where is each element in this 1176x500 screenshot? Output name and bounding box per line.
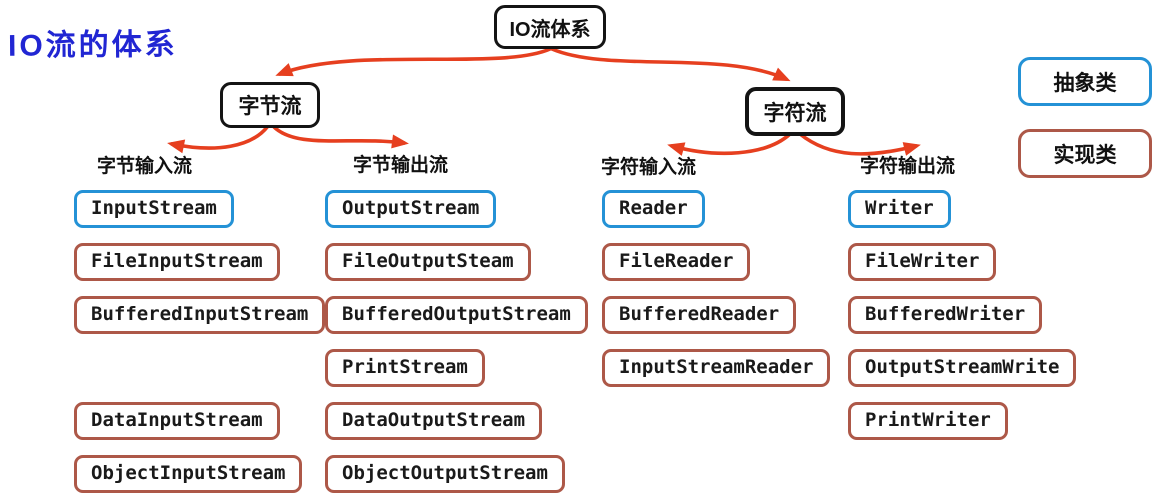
class-box-bufferedoutputstream: BufferedOutputStream (325, 296, 588, 334)
class-box-outputstream: OutputStream (325, 190, 497, 228)
class-box-bufferedwriter: BufferedWriter (848, 296, 1043, 334)
root-node-io-stream-system: IO流体系 (494, 5, 606, 49)
class-box-writer: Writer (848, 190, 951, 228)
class-box-filewriter: FileWriter (848, 243, 997, 281)
class-box-dataoutputstream: DataOutputStream (325, 402, 543, 440)
group-label-char-output: 字符输出流 (860, 156, 956, 177)
group-label-byte-input: 字节输入流 (97, 156, 193, 177)
legend-concrete-class: 实现类 (1018, 129, 1152, 178)
class-box-bufferedinputstream: BufferedInputStream (74, 296, 326, 334)
arrow-byte-stream-to-input (167, 124, 270, 154)
class-box-printwriter: PrintWriter (848, 402, 1008, 440)
node-char-stream: 字符流 (745, 87, 845, 136)
class-box-inputstreamreader: InputStreamReader (602, 349, 831, 387)
class-box-printstream: PrintStream (325, 349, 485, 387)
arrow-root-to-char-stream (550, 47, 791, 82)
class-box-datainputstream: DataInputStream (74, 402, 280, 440)
class-box-inputstream: InputStream (74, 190, 234, 228)
legend-abstract-class: 抽象类 (1018, 57, 1152, 106)
class-box-fileoutputsteam: FileOutputSteam (325, 243, 531, 281)
class-box-objectoutputstream: ObjectOutputStream (325, 455, 565, 493)
class-box-outputstreamwrite: OutputStreamWrite (848, 349, 1077, 387)
class-box-bufferedreader: BufferedReader (602, 296, 797, 334)
group-label-char-input: 字符输入流 (601, 157, 697, 178)
arrow-byte-stream-to-output (271, 124, 409, 149)
node-byte-stream: 字节流 (220, 82, 320, 128)
group-label-byte-output: 字节输出流 (353, 155, 449, 176)
arrow-char-stream-to-input (667, 132, 792, 156)
class-box-reader: Reader (602, 190, 705, 228)
arrow-root-to-byte-stream (275, 47, 552, 77)
class-box-fileinputstream: FileInputStream (74, 243, 280, 281)
page-title: IO流的体系 (7, 28, 178, 63)
class-box-objectinputstream: ObjectInputStream (74, 455, 303, 493)
class-box-filereader: FileReader (602, 243, 751, 281)
